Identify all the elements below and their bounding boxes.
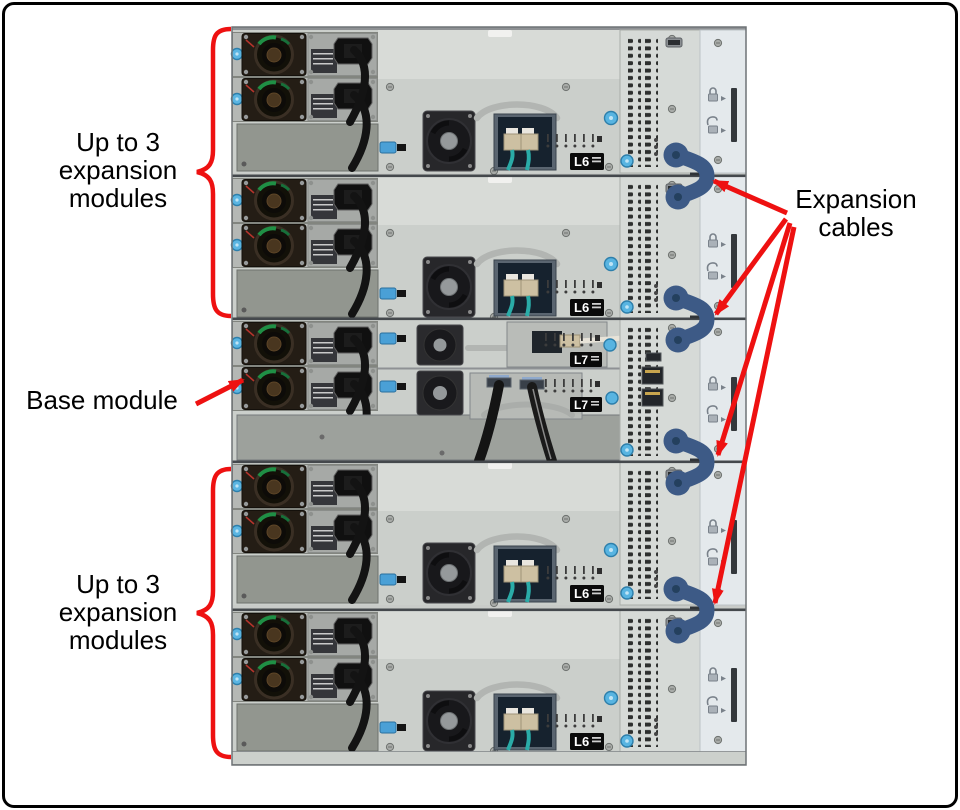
base-module-label-text: Base module	[26, 385, 178, 415]
drive-label-base-bottom: L7	[574, 398, 588, 412]
bottom-expansion-label-line2: expansion	[58, 597, 178, 627]
top-expansion-label: Up to 3 expansion modules	[28, 128, 208, 212]
base-module-arrow	[194, 377, 245, 407]
top-expansion-label-line1: Up to 3	[76, 127, 160, 157]
bottom-expansion-label-line3: modules	[68, 625, 168, 655]
annotations	[194, 26, 797, 760]
rack-bottom-edge	[231, 751, 747, 765]
module-stack: L6 L6 L7 L7 L6 L6	[231, 27, 747, 766]
bottom-brace	[196, 466, 232, 760]
top-expansion-label-line2: expansion	[58, 155, 178, 185]
drive-label-exp2: L6	[574, 300, 589, 315]
expansion-cables-label-line2: cables	[818, 212, 894, 242]
expansion-cables-label: Expansion cables	[778, 185, 934, 241]
top-brace	[196, 26, 232, 319]
expansion-cables-label-line1: Expansion	[795, 184, 917, 214]
expansion-cable-arrow-4	[712, 226, 797, 605]
expansion-cable-arrow-1	[712, 178, 789, 216]
expansion-cable-arrow-2	[713, 217, 789, 316]
bottom-expansion-label: Up to 3 expansion modules	[28, 570, 208, 654]
top-expansion-label-line3: modules	[68, 183, 168, 213]
expansion-cable-arrow-3	[715, 222, 793, 457]
drive-label-exp1: L6	[574, 154, 589, 169]
drive-label-exp3: L6	[574, 586, 589, 601]
drive-label-base-top: L7	[574, 353, 588, 367]
drive-label-exp4: L6	[574, 734, 589, 749]
bottom-expansion-label-line1: Up to 3	[76, 569, 160, 599]
base-module-label: Base module	[16, 386, 188, 414]
